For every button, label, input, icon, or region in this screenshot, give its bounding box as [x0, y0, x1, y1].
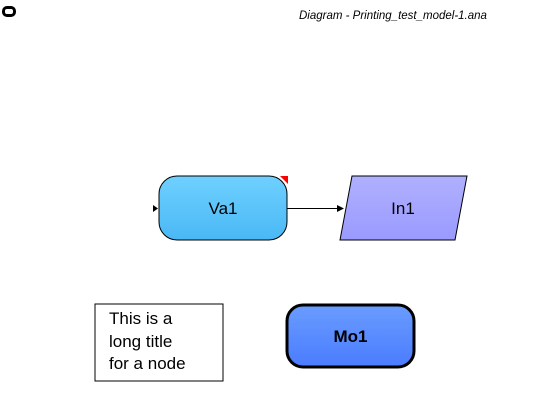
edge-arrowhead — [337, 205, 344, 212]
node-note-line-1: This is a — [109, 309, 173, 328]
node-va1-label: Va1 — [209, 199, 238, 218]
node-mo1-label: Mo1 — [334, 327, 368, 346]
node-note-line-3: for a node — [109, 354, 186, 373]
node-va1[interactable]: Va1 — [158, 175, 288, 241]
node-mo1[interactable]: Mo1 — [285, 303, 416, 369]
node-va1-marker — [280, 176, 288, 184]
input-port-arrow — [153, 205, 158, 212]
node-in1[interactable]: In1 — [339, 175, 468, 241]
node-mo1-shape[interactable] — [285, 303, 416, 369]
node-note-line-2: long title — [109, 332, 172, 351]
node-note[interactable]: This is a long title for a node — [94, 303, 224, 382]
node-in1-shape[interactable] — [339, 175, 468, 241]
node-note-shape[interactable] — [94, 303, 224, 382]
diagram-title: Diagram - Printing_test_model-1.ana — [299, 10, 487, 22]
node-in1-label: In1 — [391, 199, 415, 218]
rounded-rect-icon — [2, 6, 16, 17]
node-note-text: This is a long title for a node — [109, 309, 186, 373]
edge-va1-in1[interactable] — [287, 205, 344, 212]
